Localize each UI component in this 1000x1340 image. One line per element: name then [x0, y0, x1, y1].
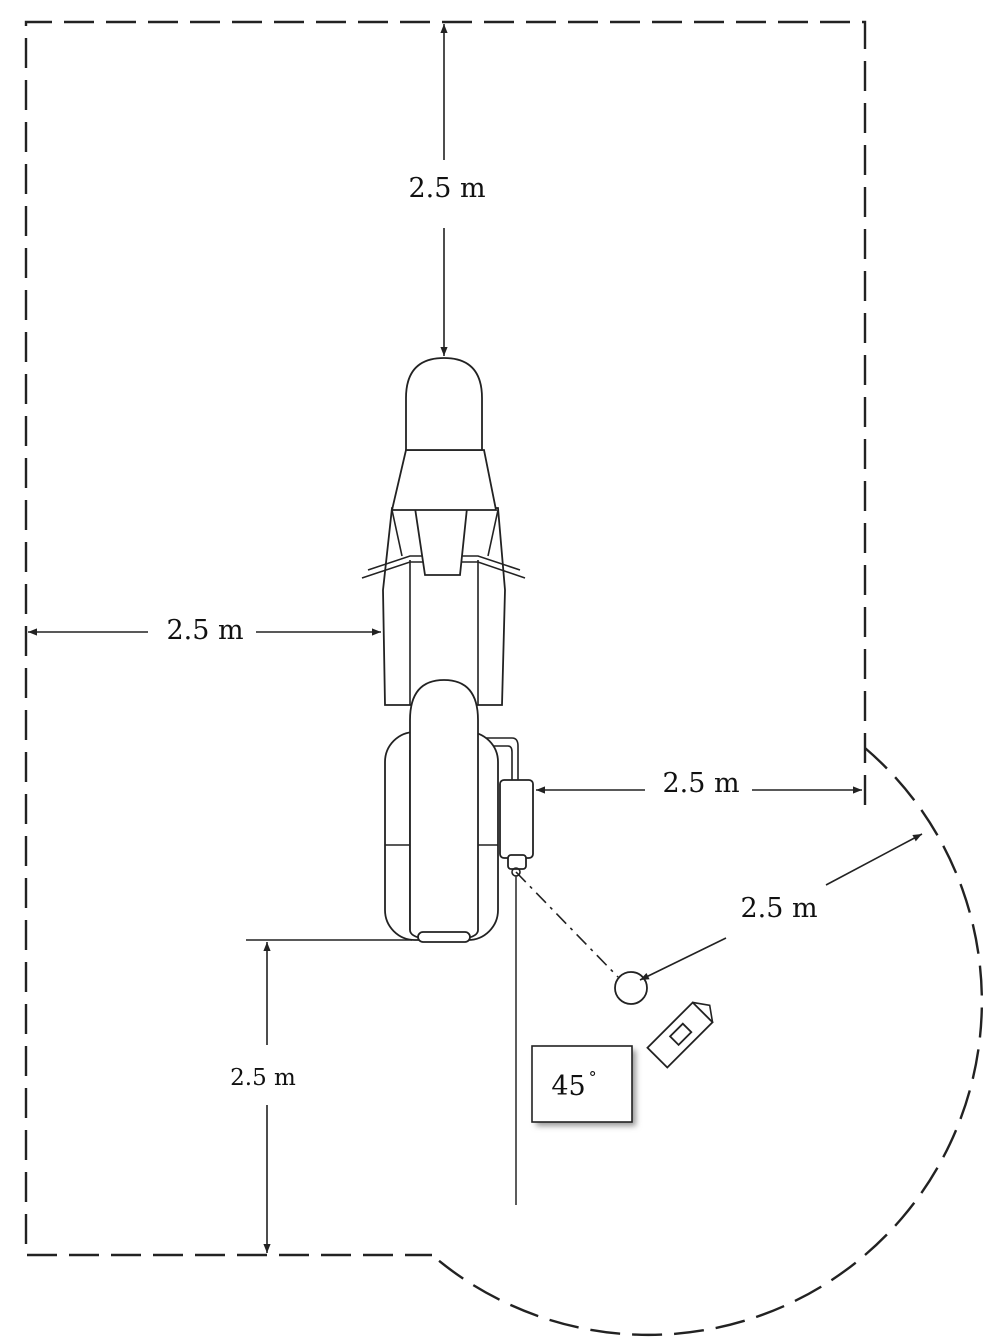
angle-label-box: 45°: [531, 1045, 636, 1126]
radius-dimension: 2.5 m: [639, 833, 923, 981]
front-distance-label: 2.5 m: [408, 173, 485, 204]
test-area-boundary: [24, 20, 984, 1336]
microphone: [614, 971, 714, 1069]
right-distance-label: 2.5 m: [662, 768, 739, 799]
rear-distance-label: 2.5 m: [230, 1065, 296, 1091]
left-dimension: 2.5 m: [28, 615, 381, 646]
degree-mark: °: [589, 1068, 597, 1087]
right-dimension: 2.5 m: [536, 768, 862, 799]
motorcycle-top-view: [361, 357, 534, 943]
rear-dimension: 2.5 m: [230, 939, 412, 1253]
radius-distance-label: 2.5 m: [740, 893, 817, 924]
left-distance-label: 2.5 m: [166, 615, 243, 646]
angle-label: 45°: [551, 1068, 596, 1102]
front-dimension: 2.5 m: [408, 24, 486, 356]
exhaust-reference-line: [515, 871, 619, 1205]
